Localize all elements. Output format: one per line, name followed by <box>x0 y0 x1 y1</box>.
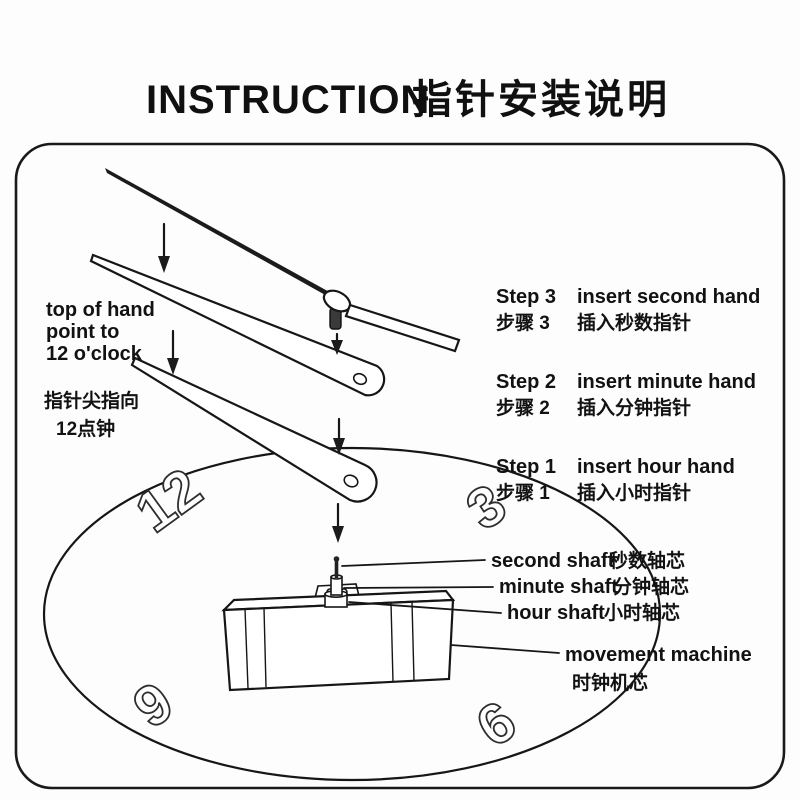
step-2-label-cn: 步骤 2 <box>496 397 550 419</box>
movement-seam <box>411 601 415 682</box>
step-1-text: insert hour hand <box>577 456 735 478</box>
step-2: Step 2 insert minute hand 步骤 2 插入分钟指针 <box>496 371 756 419</box>
hour-shaft-label-en: hour shaft <box>507 602 605 624</box>
step-3-text-cn: 插入秒数指针 <box>577 311 691 334</box>
movement-seam <box>390 602 394 683</box>
clock-number-6: 6 <box>465 689 527 760</box>
leader-lines <box>341 559 560 654</box>
step-2-text: insert minute hand <box>577 371 756 393</box>
second-hand <box>105 168 461 353</box>
step-2-label: Step 2 <box>496 371 556 393</box>
minute-shaft-label-en: minute shaft <box>499 576 618 598</box>
step-1-label-cn: 步骤 1 <box>496 482 550 504</box>
hour-shaft-label-cn: 小时轴芯 <box>604 601 680 624</box>
diagram-border <box>14 142 786 790</box>
minute-hand <box>89 253 386 397</box>
second-shaft-tip <box>333 556 340 562</box>
down-arrow-icon <box>167 329 179 375</box>
page-title-cn: 指针安装说明 <box>412 78 670 122</box>
movement-front-face <box>222 598 455 692</box>
second-hand-tail-blade <box>344 303 461 353</box>
movement-seam <box>244 608 249 689</box>
minute-hand-hole <box>352 372 368 386</box>
hand-direction-note-en-line3: 12 o'clock <box>46 343 143 365</box>
hour-hand-body <box>130 356 378 503</box>
down-arrow-icon <box>332 502 344 543</box>
clock-face-ellipse <box>42 446 662 782</box>
minute-shaft-label-cn: 分钟轴芯 <box>613 575 689 598</box>
minute-hand-body <box>89 253 386 397</box>
down-arrow-icon <box>158 222 170 273</box>
step-3-label: Step 3 <box>496 286 556 308</box>
second-shaft-leader-line <box>341 559 486 567</box>
hand-direction-note-en-line2: point to <box>46 321 119 343</box>
hour-hand <box>130 356 378 503</box>
shaft-labels: second shaft 秒数轴芯 minute shaft 分钟轴芯 hour… <box>491 549 689 624</box>
movement-seam <box>263 607 267 688</box>
minute-shaft-leader-line <box>343 586 494 589</box>
step-1: Step 1 insert hour hand 步骤 1 插入小时指针 <box>496 456 735 504</box>
down-arrow-icon <box>333 417 345 455</box>
second-hand-needle <box>105 168 336 301</box>
movement-machine-label-en: movement machine <box>565 644 752 666</box>
step-3-label-cn: 步骤 3 <box>496 312 550 334</box>
step-3: Step 3 insert second hand 步骤 3 插入秒数指针 <box>496 286 760 334</box>
step-1-text-cn: 插入小时指针 <box>577 481 691 504</box>
step-1-label: Step 1 <box>496 456 556 478</box>
assembly-arrows <box>158 222 345 543</box>
movement-machine-box <box>221 556 456 692</box>
hand-direction-note-cn-line2: 12点钟 <box>56 417 115 440</box>
hand-direction-note-cn-line1: 指针尖指向 <box>44 389 139 412</box>
step-3-text: insert second hand <box>577 286 760 308</box>
second-shaft-label-cn: 秒数轴芯 <box>609 549 685 572</box>
second-shaft-pin <box>334 558 339 578</box>
step-2-text-cn: 插入分钟指针 <box>577 396 691 419</box>
down-arrow-icon <box>331 332 343 355</box>
hand-direction-note-en-line1: top of hand <box>46 299 155 321</box>
page-title-en: INSTRUCTION <box>146 78 430 122</box>
movement-leader-line <box>450 644 560 654</box>
hand-direction-note: top of hand point to 12 o'clock 指针尖指向 12… <box>44 299 155 440</box>
movement-machine-label-cn: 时钟机芯 <box>572 671 648 694</box>
second-shaft-label-en: second shaft <box>491 550 615 572</box>
hour-hand-hole <box>343 474 359 488</box>
hour-shaft-leader-line <box>348 601 502 614</box>
movement-machine-label: movement machine 时钟机芯 <box>565 644 752 694</box>
